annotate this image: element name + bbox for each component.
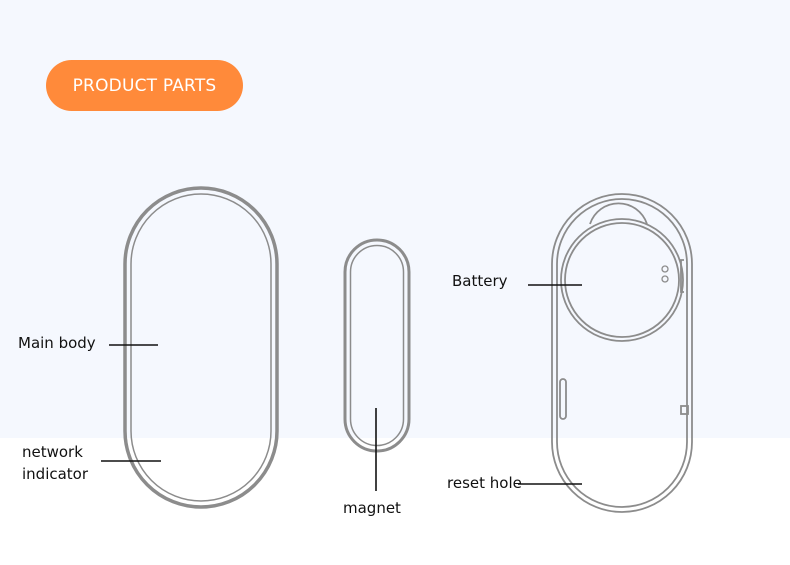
contact-dot-icon (661, 265, 669, 273)
magnet-drawing (343, 238, 411, 453)
main-body-drawing (123, 186, 279, 509)
label-battery: Battery (452, 272, 508, 290)
label-main-body: Main body (18, 334, 96, 352)
label-magnet: magnet (343, 499, 401, 517)
product-parts-badge: PRODUCT PARTS (46, 60, 243, 111)
label-reset-hole: reset hole (447, 474, 522, 492)
label-network-line1: network (22, 443, 83, 461)
label-network-line2: indicator (22, 465, 89, 483)
back-view-drawing (551, 193, 693, 513)
reset-slot (559, 378, 567, 420)
leader-lines (101, 284, 582, 491)
contact-dot-icon (661, 275, 669, 283)
